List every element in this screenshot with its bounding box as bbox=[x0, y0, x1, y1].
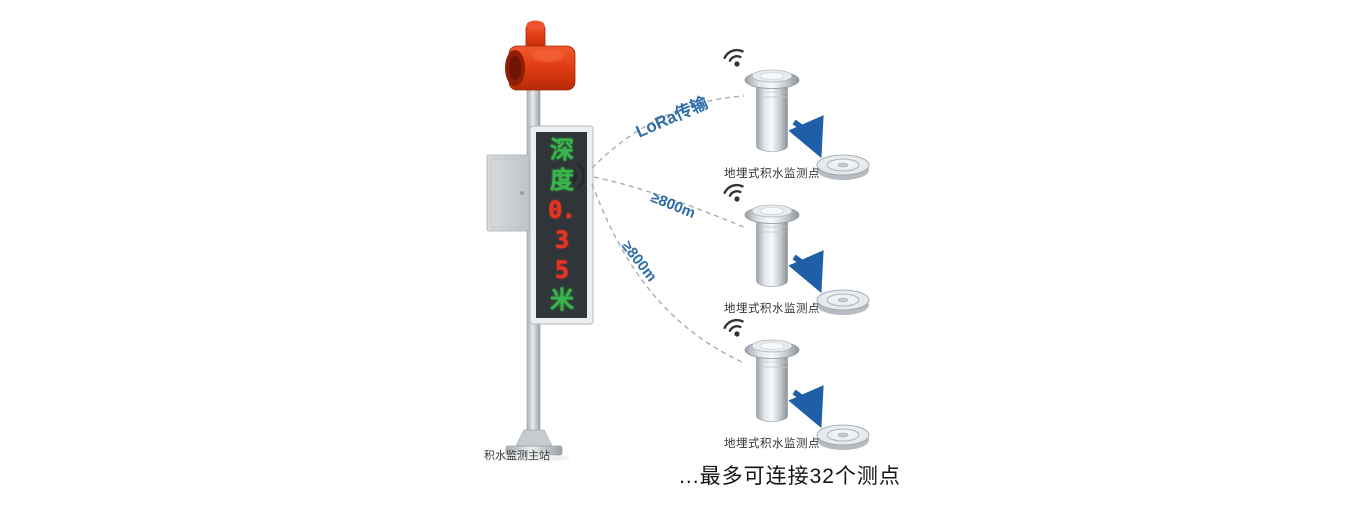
led-row: 5 bbox=[554, 256, 569, 284]
led-row: 米 bbox=[550, 286, 574, 314]
footer-note: ...最多可连接32个测点 bbox=[679, 465, 901, 488]
lora-link-curve-3 bbox=[591, 183, 743, 363]
led-row: 度 bbox=[550, 166, 574, 194]
buried-sensor-unit-1 bbox=[723, 48, 869, 180]
sensor-label-2: 地埋式积水监测点 bbox=[724, 303, 820, 315]
led-display-frame bbox=[529, 125, 594, 325]
buried-sensor-unit-2 bbox=[723, 183, 869, 315]
led-row: 3 bbox=[554, 226, 569, 254]
control-box bbox=[486, 154, 530, 232]
led-row: 深 bbox=[550, 136, 574, 164]
lora-link-curve-1 bbox=[591, 95, 745, 169]
alarm-siren-icon bbox=[505, 20, 576, 91]
sensor-label-1: 地埋式积水监测点 bbox=[724, 168, 820, 180]
signal-waves-icon bbox=[564, 163, 586, 189]
led-row: 0. bbox=[548, 196, 576, 224]
master-station-label: 积水监测主站 bbox=[484, 450, 550, 462]
buried-sensor-unit-3 bbox=[723, 318, 869, 450]
sensor-label-3: 地埋式积水监测点 bbox=[724, 438, 820, 450]
